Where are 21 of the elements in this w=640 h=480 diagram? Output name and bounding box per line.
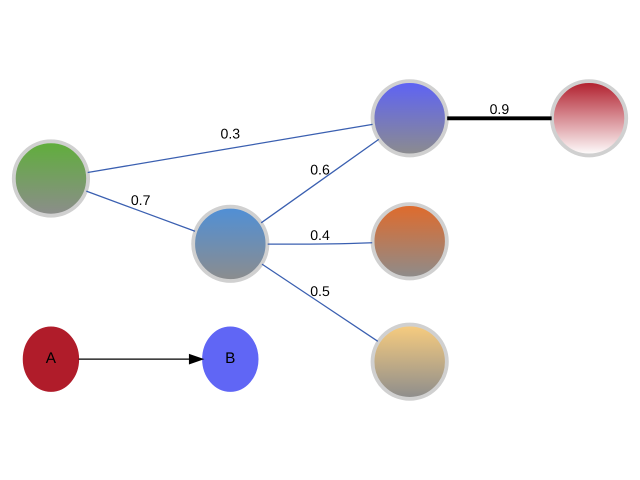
node-person: [12, 139, 90, 218]
edge-label: 0.7: [130, 192, 150, 208]
connector: [262, 264, 378, 342]
connector: [260, 138, 380, 224]
connector: [86, 190, 196, 232]
connector: [268, 242, 372, 245]
edge-label: 0.5: [310, 283, 330, 300]
connector: [88, 124, 373, 174]
node-ellipse: B: [202, 326, 258, 392]
node-person: [550, 79, 628, 158]
node-ellipse: A: [22, 326, 80, 392]
node-person: [191, 204, 270, 283]
edge-label: 0.6: [310, 161, 330, 178]
arrow: [78, 354, 204, 365]
node-person: [370, 202, 449, 280]
edge-label: 0.4: [310, 226, 330, 243]
node-person: [370, 322, 449, 401]
edge-label: 0.9: [490, 101, 510, 118]
connector: [447, 116, 552, 120]
node-person: [370, 79, 449, 158]
edge-label: 0.3: [220, 126, 240, 142]
